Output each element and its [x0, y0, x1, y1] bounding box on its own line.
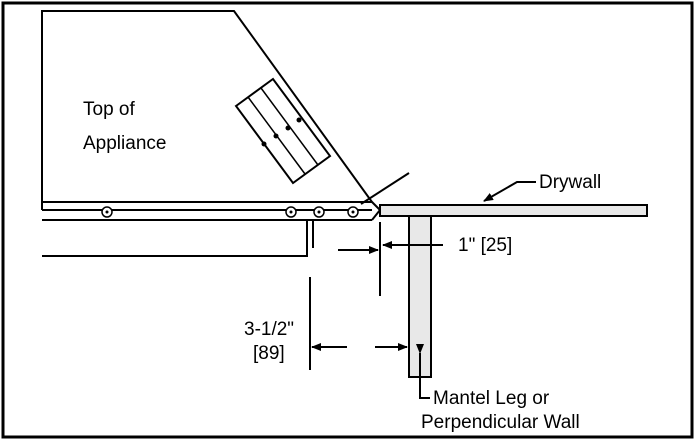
drywall-strip: [379, 204, 648, 217]
label-clearance-1: 1" [25]: [458, 235, 512, 256]
trim-flap-line: [360, 172, 410, 205]
label-mantel-line1: Mantel Leg or: [433, 388, 550, 409]
label-mantel-line2: Perpendicular Wall: [421, 412, 580, 433]
label-clearance-2-line2: [89]: [253, 343, 285, 364]
label-appliance-top-line1: Top of: [83, 99, 135, 120]
appliance-front-edge: [41, 201, 381, 221]
front-edge-screws: [101, 206, 359, 218]
label-drywall: Drywall: [539, 172, 601, 193]
drywall-leader: [483, 181, 536, 202]
mantel-leader: [416, 344, 430, 399]
appliance-body-outline: [42, 220, 308, 257]
appliance-vent-panel: [234, 77, 332, 185]
label-appliance-top-line2: Appliance: [83, 133, 166, 154]
label-clearance-2-line1: 3-1/2": [244, 319, 294, 340]
mantel-leg: [408, 215, 432, 378]
